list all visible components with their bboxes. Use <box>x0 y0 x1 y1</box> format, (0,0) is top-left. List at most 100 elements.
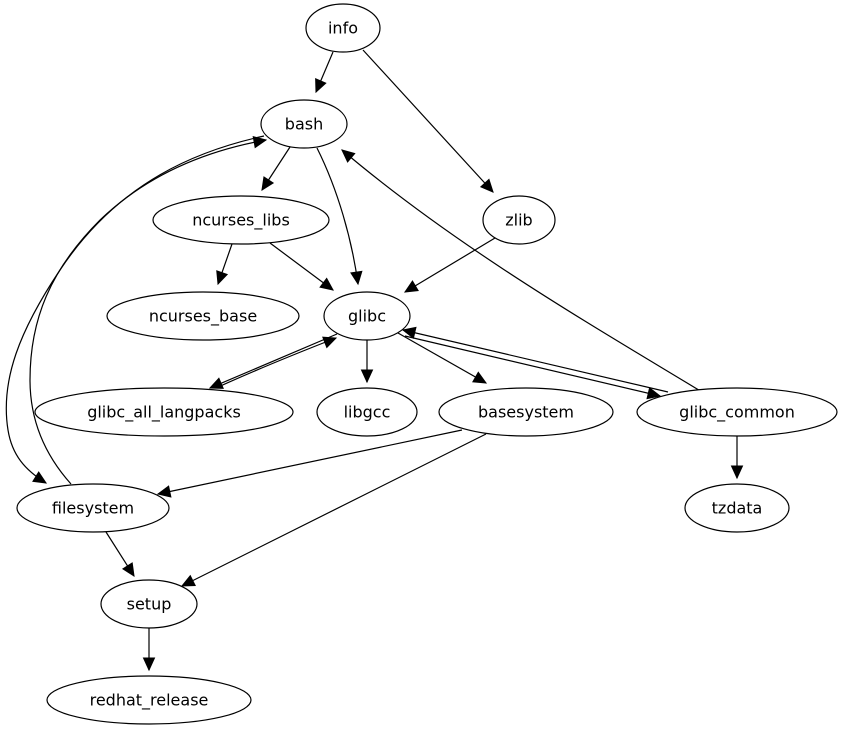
edge-glibc-common-to-bash <box>341 149 703 393</box>
node-label: basesystem <box>478 403 574 422</box>
edge-line <box>5 135 265 484</box>
arrowhead-icon <box>360 369 374 384</box>
node-glibc[interactable]: glibc <box>323 291 411 341</box>
edge-line <box>341 149 703 393</box>
node-ellipse <box>16 483 170 533</box>
node-ellipse <box>260 99 348 149</box>
node-label: glibc <box>348 307 386 326</box>
node-label: filesystem <box>52 499 134 518</box>
node-libgcc[interactable]: libgcc <box>316 387 418 437</box>
edge-setup-to-redhat-release <box>142 628 156 672</box>
node-ncurses-base[interactable]: ncurses_base <box>106 291 300 341</box>
arrowhead-icon <box>730 465 744 480</box>
node-ellipse <box>438 387 614 437</box>
arrowhead-icon <box>142 657 156 672</box>
node-ellipse <box>106 291 300 341</box>
node-label: setup <box>127 595 172 614</box>
edge-line <box>209 333 338 389</box>
node-ellipse <box>34 387 294 437</box>
node-bash[interactable]: bash <box>260 99 348 149</box>
arrowhead-icon <box>32 471 48 484</box>
edge-glibc-common-to-glibc <box>401 326 669 393</box>
node-ellipse <box>323 291 411 341</box>
edge-line <box>181 433 487 587</box>
edge-line <box>362 49 494 193</box>
arrowhead-icon <box>156 485 172 498</box>
edge-line <box>157 429 463 495</box>
arrowhead-icon <box>261 176 275 192</box>
node-ncurses-libs[interactable]: ncurses_libs <box>152 195 330 245</box>
node-filesystem[interactable]: filesystem <box>16 483 170 533</box>
arrowhead-icon <box>315 78 327 94</box>
edge-line <box>316 147 359 285</box>
edge-info-to-bash <box>315 51 334 94</box>
edge-line <box>29 139 267 485</box>
edge-glibc-to-glibc-all-langpacks <box>208 333 338 389</box>
node-label: bash <box>285 115 323 134</box>
arrowhead-icon <box>401 326 417 339</box>
edges-layer <box>5 49 744 672</box>
node-ellipse <box>684 483 790 533</box>
node-ellipse <box>152 195 330 245</box>
node-redhat-release[interactable]: redhat_release <box>46 675 252 725</box>
edge-bash-to-glibc <box>316 147 363 286</box>
node-basesystem[interactable]: basesystem <box>438 387 614 437</box>
node-label: redhat_release <box>90 691 209 711</box>
arrowhead-icon <box>341 149 356 163</box>
arrowhead-icon <box>403 280 419 293</box>
node-label: tzdata <box>712 499 763 518</box>
node-ellipse <box>100 579 198 629</box>
arrowhead-icon <box>350 270 363 286</box>
edge-line <box>404 237 496 293</box>
edge-glibc-all-langpacks-to-glibc <box>215 336 338 389</box>
node-label: ncurses_base <box>149 307 257 327</box>
edge-line <box>404 335 661 397</box>
arrowhead-icon <box>472 371 488 384</box>
edge-line <box>269 242 334 291</box>
arrowhead-icon <box>216 270 229 286</box>
node-label: glibc_common <box>679 403 795 423</box>
edge-basesystem-to-setup <box>180 433 487 587</box>
node-glibc-common[interactable]: glibc_common <box>636 387 838 437</box>
edge-filesystem-to-setup <box>105 531 135 578</box>
edge-glibc-to-libgcc <box>360 340 374 384</box>
edge-bash-to-filesystem <box>5 135 265 484</box>
edge-info-to-zlib <box>362 49 494 193</box>
node-label: info <box>328 19 358 38</box>
arrowhead-icon <box>319 277 334 291</box>
edge-glibc-common-to-tzdata <box>730 436 744 480</box>
node-label: libgcc <box>344 403 391 422</box>
arrowhead-icon <box>646 387 662 400</box>
edge-glibc-to-basesystem <box>397 332 488 384</box>
node-ellipse <box>482 195 556 245</box>
node-setup[interactable]: setup <box>100 579 198 629</box>
arrowhead-icon <box>208 377 224 389</box>
arrowhead-icon <box>121 562 135 578</box>
arrowhead-icon <box>322 336 338 349</box>
edge-bash-to-ncurses-libs <box>261 146 291 192</box>
edge-line <box>215 337 337 389</box>
node-ellipse <box>305 3 381 53</box>
node-ellipse <box>636 387 838 437</box>
arrowhead-icon <box>479 178 494 193</box>
edge-basesystem-to-filesystem <box>156 429 463 498</box>
node-info[interactable]: info <box>305 3 381 53</box>
edge-glibc-to-glibc-common <box>404 335 662 400</box>
node-label: glibc_all_langpacks <box>87 403 241 423</box>
edge-line <box>402 329 669 393</box>
edge-ncurses-libs-to-ncurses-base <box>216 243 233 286</box>
node-ellipse <box>316 387 418 437</box>
node-tzdata[interactable]: tzdata <box>684 483 790 533</box>
edge-ncurses-libs-to-glibc <box>269 242 334 291</box>
arrowhead-icon <box>252 136 268 149</box>
node-zlib[interactable]: zlib <box>482 195 556 245</box>
edge-line <box>397 332 487 384</box>
node-ellipse <box>46 675 252 725</box>
arrowhead-icon <box>180 574 196 587</box>
edge-filesystem-to-bash <box>29 136 268 485</box>
node-label: zlib <box>505 211 532 230</box>
node-label: ncurses_libs <box>192 211 290 231</box>
node-glibc-all-langpacks[interactable]: glibc_all_langpacks <box>34 387 294 437</box>
